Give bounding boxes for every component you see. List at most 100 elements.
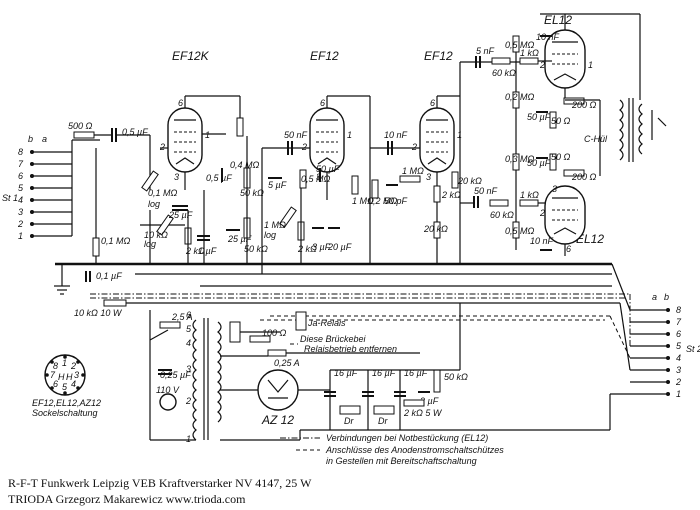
tube-v3-label: EF12 [424, 49, 453, 63]
r-2k-label: 2 kΩ [185, 246, 205, 256]
r-200-a [563, 97, 585, 105]
socket-pin-1: 1 [62, 358, 67, 368]
c-50nf-b-label: 50 nF [474, 186, 498, 196]
c-16uf-2-label: 16 µF [372, 368, 396, 378]
r-200-a-label: 200 Ω [571, 100, 597, 110]
st2-pin-b-label: b [664, 292, 669, 302]
footer-line-1: R-F-T Funkwerk Leipzig VEB Kraftverstark… [8, 476, 312, 490]
r-50-a [549, 111, 557, 129]
r-1m-3-label: 1 MΩ [352, 196, 374, 206]
st2-terminals [630, 308, 670, 396]
r-20k-3b [433, 221, 441, 239]
st1-pin-b-label: b [28, 134, 33, 144]
fuse-025a-label: 0,25 A [274, 358, 300, 368]
r-1m-3b [399, 175, 421, 183]
st1-pin-2: 2 [17, 219, 23, 229]
r-01m-in [92, 237, 100, 257]
pot-01m-log: log [148, 199, 160, 209]
r-04m [236, 117, 244, 137]
svg-text:6: 6 [178, 98, 183, 108]
r-1k-a [519, 57, 539, 65]
pot-1m-log: log [264, 230, 276, 240]
pot-10k [156, 214, 174, 236]
r-05m-2-label: 0,5 MΩ [301, 174, 331, 184]
st1-pin-3: 3 [18, 207, 23, 217]
socket-pin-7: 7 [50, 370, 56, 380]
r-50k-ps [433, 369, 441, 393]
r-1m-3b-label: 1 MΩ [402, 166, 424, 176]
r-50-a-label: 50 Ω [551, 116, 571, 126]
c-05uf-label: 0,5 µF [122, 127, 148, 137]
svg-text:1: 1 [347, 130, 352, 140]
r-2k-5w-label: 2 kΩ 5 W [403, 408, 443, 418]
footer-line-2: TRIODA Grzegorz Makarewicz www.trioda.co… [8, 492, 246, 506]
pot-1m [279, 206, 297, 228]
bridge-note-1: Diese Brückebei [300, 334, 367, 344]
relay-coil-box [229, 321, 241, 343]
c-5uf-label: 5 µF [268, 180, 287, 190]
tube-v2 [309, 107, 345, 173]
c-025uf-label: 0,25 µF [160, 370, 191, 380]
socket-pin-4: 4 [71, 379, 76, 389]
r-05m-gb [512, 221, 520, 239]
st2-pin-5: 5 [676, 341, 682, 351]
r-20k-3b-label: 20 kΩ [423, 224, 448, 234]
choke-2-label: Dr [378, 416, 388, 426]
r-01m-in-label: 0,1 MΩ [101, 236, 131, 246]
tube-v3 [419, 107, 455, 173]
c-01uf-label: 0,1 µF [96, 271, 122, 281]
r-10k-10w-label: 10 kΩ 10 W [74, 308, 123, 318]
tube-v1-label: EF12K [172, 49, 210, 63]
c-20uf-label: 20 µF [327, 242, 352, 252]
c-3uf-label: 3 µF [312, 242, 331, 252]
svg-text:1: 1 [457, 130, 462, 140]
pot-1m-label: 1 MΩ [264, 220, 286, 230]
svg-text:1: 1 [186, 434, 191, 444]
tube-v5-label: EL12 [576, 232, 604, 246]
r-2k-3-label: 2 kΩ [441, 190, 461, 200]
st1-pin-a-label: a [42, 134, 47, 144]
c-5nf-label: 5 nF [476, 46, 495, 56]
st1-pin-4: 4 [18, 195, 23, 205]
r-500-label: 500 Ω [68, 121, 93, 131]
c-50uf-2-label: 50 µF [316, 164, 340, 174]
fuse-25a-label: 2,5 A [171, 312, 193, 322]
r-05m-2 [299, 169, 307, 189]
c-10nf-4-label: 10 nF [536, 32, 560, 42]
svg-text:3: 3 [426, 172, 431, 182]
socket-pin-6: 6 [53, 379, 58, 389]
r-50k-2-label: 50 kΩ [244, 244, 268, 254]
st1-pin-8: 8 [18, 147, 23, 157]
socket-caption-1: EF12,EL12,AZ12 [32, 398, 101, 408]
c-2uf-label: 2 µF [419, 396, 439, 406]
svg-text:6: 6 [566, 244, 571, 254]
socket-heater-2: H [66, 372, 73, 382]
fuse-25a [159, 321, 181, 329]
v110-label: 110 V [156, 385, 180, 395]
r-1m-3 [351, 175, 359, 195]
st2-pin-1: 1 [676, 389, 681, 399]
socket-caption-2: Sockelschaltung [32, 408, 98, 418]
r-2k-5w [403, 399, 425, 407]
bridge-note-2: Relaisbetrieb entfernen [304, 344, 397, 354]
socket-pin-8: 8 [53, 361, 58, 371]
r-20k-3a-label: 20 kΩ [457, 176, 482, 186]
svg-text:3: 3 [186, 364, 191, 374]
r-60k-a [491, 57, 511, 65]
svg-text:3: 3 [316, 172, 321, 182]
st2-pin-4: 4 [676, 353, 681, 363]
legend-line-2: Anschlüsse des Anodenstromschaltschützes [325, 445, 504, 455]
socket-pin-3: 3 [74, 370, 79, 380]
svg-text:2: 2 [301, 142, 307, 152]
choke-1-label: Dr [344, 416, 354, 426]
st1-pin-5: 5 [18, 183, 24, 193]
st2-pin-6: 6 [676, 329, 681, 339]
choke-1 [339, 405, 361, 415]
c-50nf-1-label: 50 nF [284, 130, 308, 140]
st2-pin-3: 3 [676, 365, 681, 375]
socket-pin-2: 2 [70, 361, 76, 371]
r-200-b [563, 169, 585, 177]
r-02m-a-label: 0,2 MΩ [505, 92, 535, 102]
svg-text:2: 2 [539, 60, 545, 70]
